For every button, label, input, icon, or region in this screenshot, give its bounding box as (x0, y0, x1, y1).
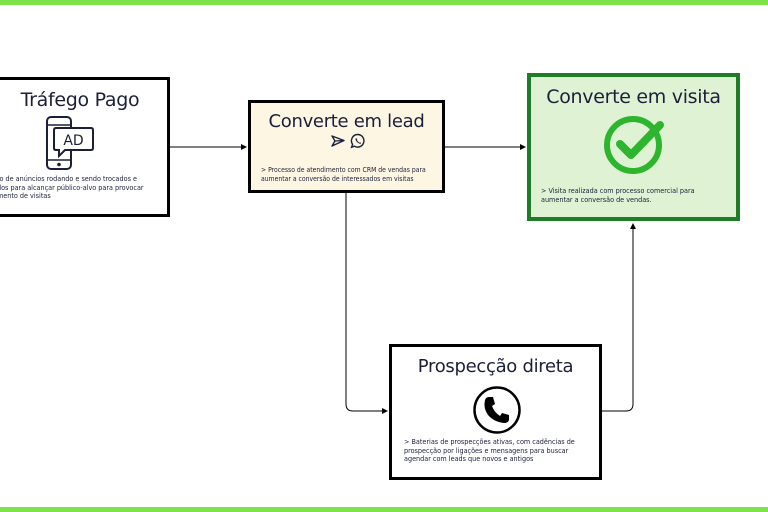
node-description: > Visita realizada com processo comercia… (541, 186, 695, 204)
node-title: Prospecção direta (417, 356, 574, 377)
node-description: > Processo de atendimento com CRM de ven… (261, 166, 426, 183)
description-line: aumentar a conversão de vendas. (541, 194, 652, 204)
description-line: dos para alcançar público-alvo para prov… (0, 182, 144, 192)
node-trafego-pago: Tráfego Pago AD to de anúncios rodando e… (0, 77, 170, 217)
send-icon (331, 135, 345, 147)
description-line: > Baterias de prospecções ativas, com ca… (404, 437, 575, 446)
ad-phone-icon: AD (46, 116, 94, 170)
bottom-accent-band (0, 507, 768, 512)
node-title: Converte em lead (268, 111, 425, 132)
description-line: aumentar a conversão de interessados em … (261, 174, 414, 183)
description-line: prospecção por ligações e mensagens para… (404, 445, 569, 455)
description-line: > Processo de atendimento com CRM de ven… (261, 166, 426, 174)
node-title: Tráfego Pago (20, 89, 140, 111)
node-description: to de anúncios rodando e sendo trocados … (0, 174, 173, 201)
phone-icon (473, 386, 521, 434)
whatsapp-icon (350, 133, 365, 149)
description-line: to de anúncios rodando e sendo trocados … (0, 174, 137, 183)
node-converte-em-visita: Converte em visita > Visita realizada co… (527, 73, 740, 221)
description-line: agendar com leads que novos e antigos (404, 454, 534, 464)
top-accent-band (0, 0, 768, 5)
node-description: > Baterias de prospecções ativas, com ca… (404, 437, 575, 464)
check-circle-icon (604, 116, 664, 174)
svg-text:AD: AD (63, 133, 83, 149)
edge-lead-to-prospeccao (345, 193, 388, 414)
node-converte-em-lead: Converte em lead > Processo de atendimen… (248, 100, 445, 193)
edge-prospeccao-to-visita (602, 223, 636, 412)
description-line: mento de visitas (0, 191, 51, 201)
node-prospeccao-direta: Prospecção direta > Baterias de prospecç… (389, 344, 602, 480)
description-line: > Visita realizada com processo comercia… (541, 186, 695, 195)
node-title: Converte em visita (546, 86, 721, 108)
